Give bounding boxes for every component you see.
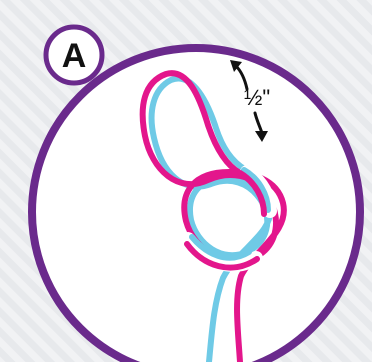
curved-arrow-up-icon [230,60,249,91]
step-label: A [62,37,87,75]
step-badge: A [43,24,105,86]
double-cord-loop-icon [135,63,296,362]
half-inch-label: ½" [244,85,270,110]
outer-ring [28,44,364,362]
curved-arrow-down-icon [253,111,268,142]
